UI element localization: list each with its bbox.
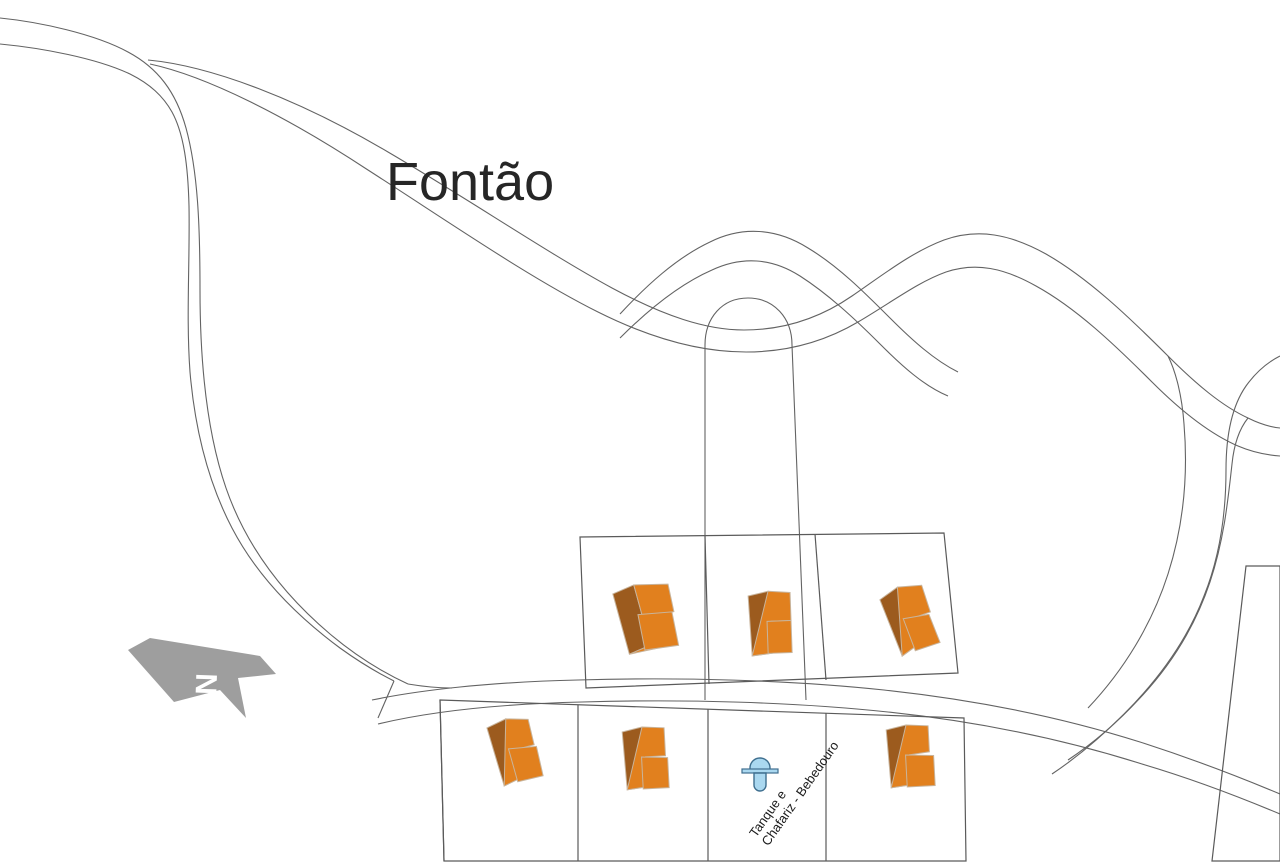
road-culdesac-left: [704, 297, 807, 701]
road-northwest-outer: [0, 17, 409, 685]
building-lower-4[interactable]: [885, 724, 936, 789]
road-network: [0, 17, 1280, 815]
parcel-east-large: [1211, 565, 1280, 862]
road-south-inner: [377, 700, 1280, 815]
building-upper-3[interactable]: [878, 580, 941, 658]
road-east-loop-inner: [1067, 417, 1249, 761]
road-east-loop-west-edge: [1087, 355, 1186, 709]
fountain-base: [753, 772, 767, 792]
road-south-outer: [371, 678, 1280, 795]
building-annex-light: [766, 619, 793, 654]
building-annex-light: [641, 756, 670, 790]
building-upper-1[interactable]: [612, 580, 680, 655]
poi-tanque-chafariz[interactable]: Tanque e Chafariz - Bebedouro: [741, 730, 842, 848]
building-annex-light: [905, 754, 936, 788]
road-hump-inner: [619, 260, 949, 397]
buildings-layer: [486, 580, 941, 791]
road-junction-connector: [407, 683, 453, 689]
parcel-lower-left-edge: [439, 699, 445, 862]
building-annex-light: [507, 745, 544, 783]
road-fork-spur-upper: [147, 59, 745, 331]
poi-label-line-2: Chafariz - Bebedouro: [758, 738, 841, 848]
building-annex-light: [637, 611, 680, 651]
road-central-arc-outer: [743, 233, 1280, 429]
north-arrow: N: [128, 638, 276, 718]
north-arrow-label: N: [189, 673, 223, 696]
parcel-boundaries: [439, 532, 1280, 862]
road-northwest-inner: [0, 43, 395, 682]
building-lower-2[interactable]: [621, 726, 670, 791]
parcel-upper-block-outline: [579, 532, 959, 689]
building-upper-2[interactable]: [747, 590, 793, 657]
parcel-upper-divider-1: [704, 535, 710, 685]
fountain-dome: [749, 757, 771, 771]
fountain-water-tank-icon[interactable]: [741, 757, 779, 792]
building-lower-1[interactable]: [486, 714, 544, 787]
road-fork-spur-lower: [149, 63, 747, 353]
page-title: Fontão: [386, 152, 554, 212]
building-annex-light: [902, 613, 941, 652]
parcel-upper-divider-2: [814, 533, 827, 681]
north-arrow-shape: [128, 638, 276, 718]
road-hump-outer: [619, 230, 959, 373]
road-east-loop-outer: [1051, 355, 1280, 775]
road-junction-connector-2: [377, 680, 395, 719]
